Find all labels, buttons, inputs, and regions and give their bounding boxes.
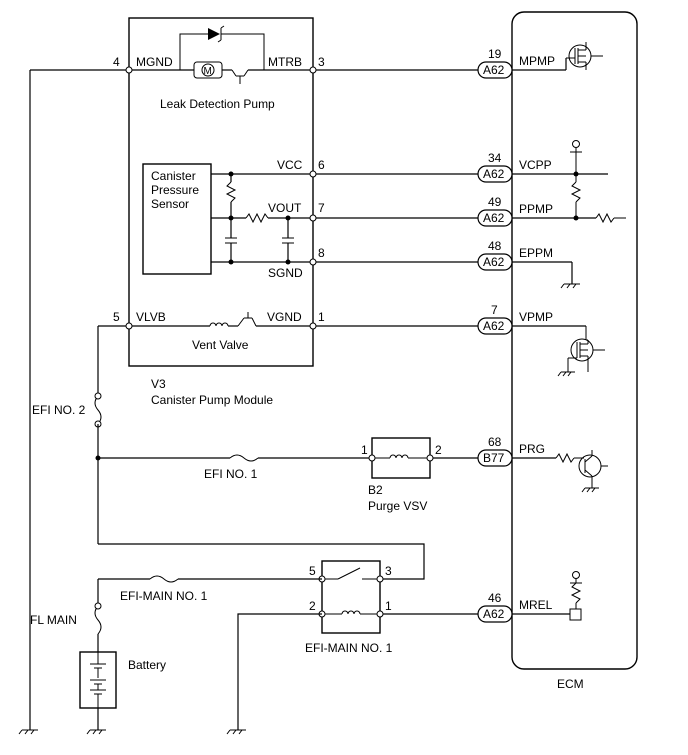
sgnd-label: SGND: [268, 266, 303, 280]
terminal-number: 19: [488, 47, 502, 61]
canister-pressure-sensor-box: [142, 163, 212, 275]
pin-5-label: 5: [113, 310, 120, 324]
terminal-number: 34: [488, 151, 502, 165]
module-name: Canister Pump Module: [151, 393, 273, 407]
connector-label: A62: [483, 255, 505, 269]
relay-pin-2: 2: [309, 599, 316, 613]
fl-main-label: FL MAIN: [30, 613, 77, 627]
leak-pump-label: Leak Detection Pump: [160, 97, 275, 111]
purge-vsv-pin-1: 1: [361, 443, 368, 457]
efi-no2-fuse: [94, 395, 102, 425]
terminal-number: 68: [488, 435, 502, 449]
vout-label: VOUT: [268, 201, 302, 215]
ecm-terminal-name: MREL: [519, 598, 553, 612]
battery-label: Battery: [128, 658, 166, 672]
vlvb-label: VLVB: [136, 310, 166, 324]
pin-7-label: 7: [318, 201, 325, 215]
motor-symbol: M: [204, 66, 212, 77]
connector-label: A62: [483, 167, 505, 181]
purge-vsv-name: Purge VSV: [368, 499, 427, 513]
efi-no2-label: EFI NO. 2: [32, 403, 86, 417]
sensor-label-line3: Sensor: [151, 197, 189, 211]
connector-label: B77: [483, 451, 505, 465]
ecm-box: [511, 11, 638, 670]
relay-switch-icon: [337, 567, 361, 580]
ecm-terminal-name: PPMP: [519, 202, 553, 216]
terminal-number: 48: [488, 239, 502, 253]
leak-detection-pump: M Leak Detection Pump: [129, 25, 313, 111]
ecm-label: ECM: [557, 677, 584, 691]
solenoid-coil-icon: [389, 454, 409, 459]
efi-no1-fuse: [229, 454, 259, 462]
sensor-label-line2: Pressure: [151, 183, 199, 197]
ecm-terminal-name: VPMP: [519, 310, 553, 324]
efi-main-no1-label: EFI-MAIN NO. 1: [120, 589, 208, 603]
efi-main-relay-box: [321, 560, 381, 634]
ecm-terminal-name: EPPM: [519, 246, 553, 260]
connector-label: A62: [483, 63, 505, 77]
fl-main-fuse: [94, 605, 102, 635]
ecm-terminal-name: VCPP: [519, 158, 552, 172]
mosfet-icon: [512, 42, 603, 71]
ecm-terminal-name: PRG: [519, 442, 545, 456]
ecm-terminal-name: MPMP: [519, 54, 555, 68]
pin-4-label: 4: [113, 55, 120, 69]
pin-1-label: 1: [318, 310, 325, 324]
terminal-number: 7: [491, 303, 498, 317]
mtrb-label: MTRB: [268, 55, 302, 69]
efi-no1-label: EFI NO. 1: [204, 467, 258, 481]
relay-pin-3: 3: [385, 564, 392, 578]
connector-label: A62: [483, 607, 505, 621]
terminal-number: 49: [488, 195, 502, 209]
connector-label: A62: [483, 211, 505, 225]
battery-icon: [90, 652, 106, 708]
module-code: V3: [151, 377, 166, 391]
relay-label: EFI-MAIN NO. 1: [305, 641, 393, 655]
pin-3-label: 3: [318, 55, 325, 69]
vent-valve: Vent Valve: [129, 312, 313, 352]
vgnd-label: VGND: [267, 310, 302, 324]
terminal-number: 46: [488, 591, 502, 605]
mosfet-icon: [512, 325, 605, 377]
pin-6-label: 6: [318, 158, 325, 172]
sensor-label-line1: Canister: [151, 169, 196, 183]
vcc-label: VCC: [277, 158, 303, 172]
purge-vsv-code: B2: [368, 483, 383, 497]
purge-vsv-pin-2: 2: [435, 443, 442, 457]
relay-coil-icon: [341, 610, 361, 615]
diode-icon: [208, 28, 220, 40]
transistor-icon: [512, 450, 608, 493]
efi-main-no1-fuse: [149, 575, 179, 583]
vent-valve-label: Vent Valve: [192, 338, 249, 352]
mgnd-label: MGND: [136, 55, 173, 69]
connector-label: A62: [483, 319, 505, 333]
relay-pin-1: 1: [385, 599, 392, 613]
relay-pin-5: 5: [309, 564, 316, 578]
pin-8-label: 8: [318, 246, 325, 260]
